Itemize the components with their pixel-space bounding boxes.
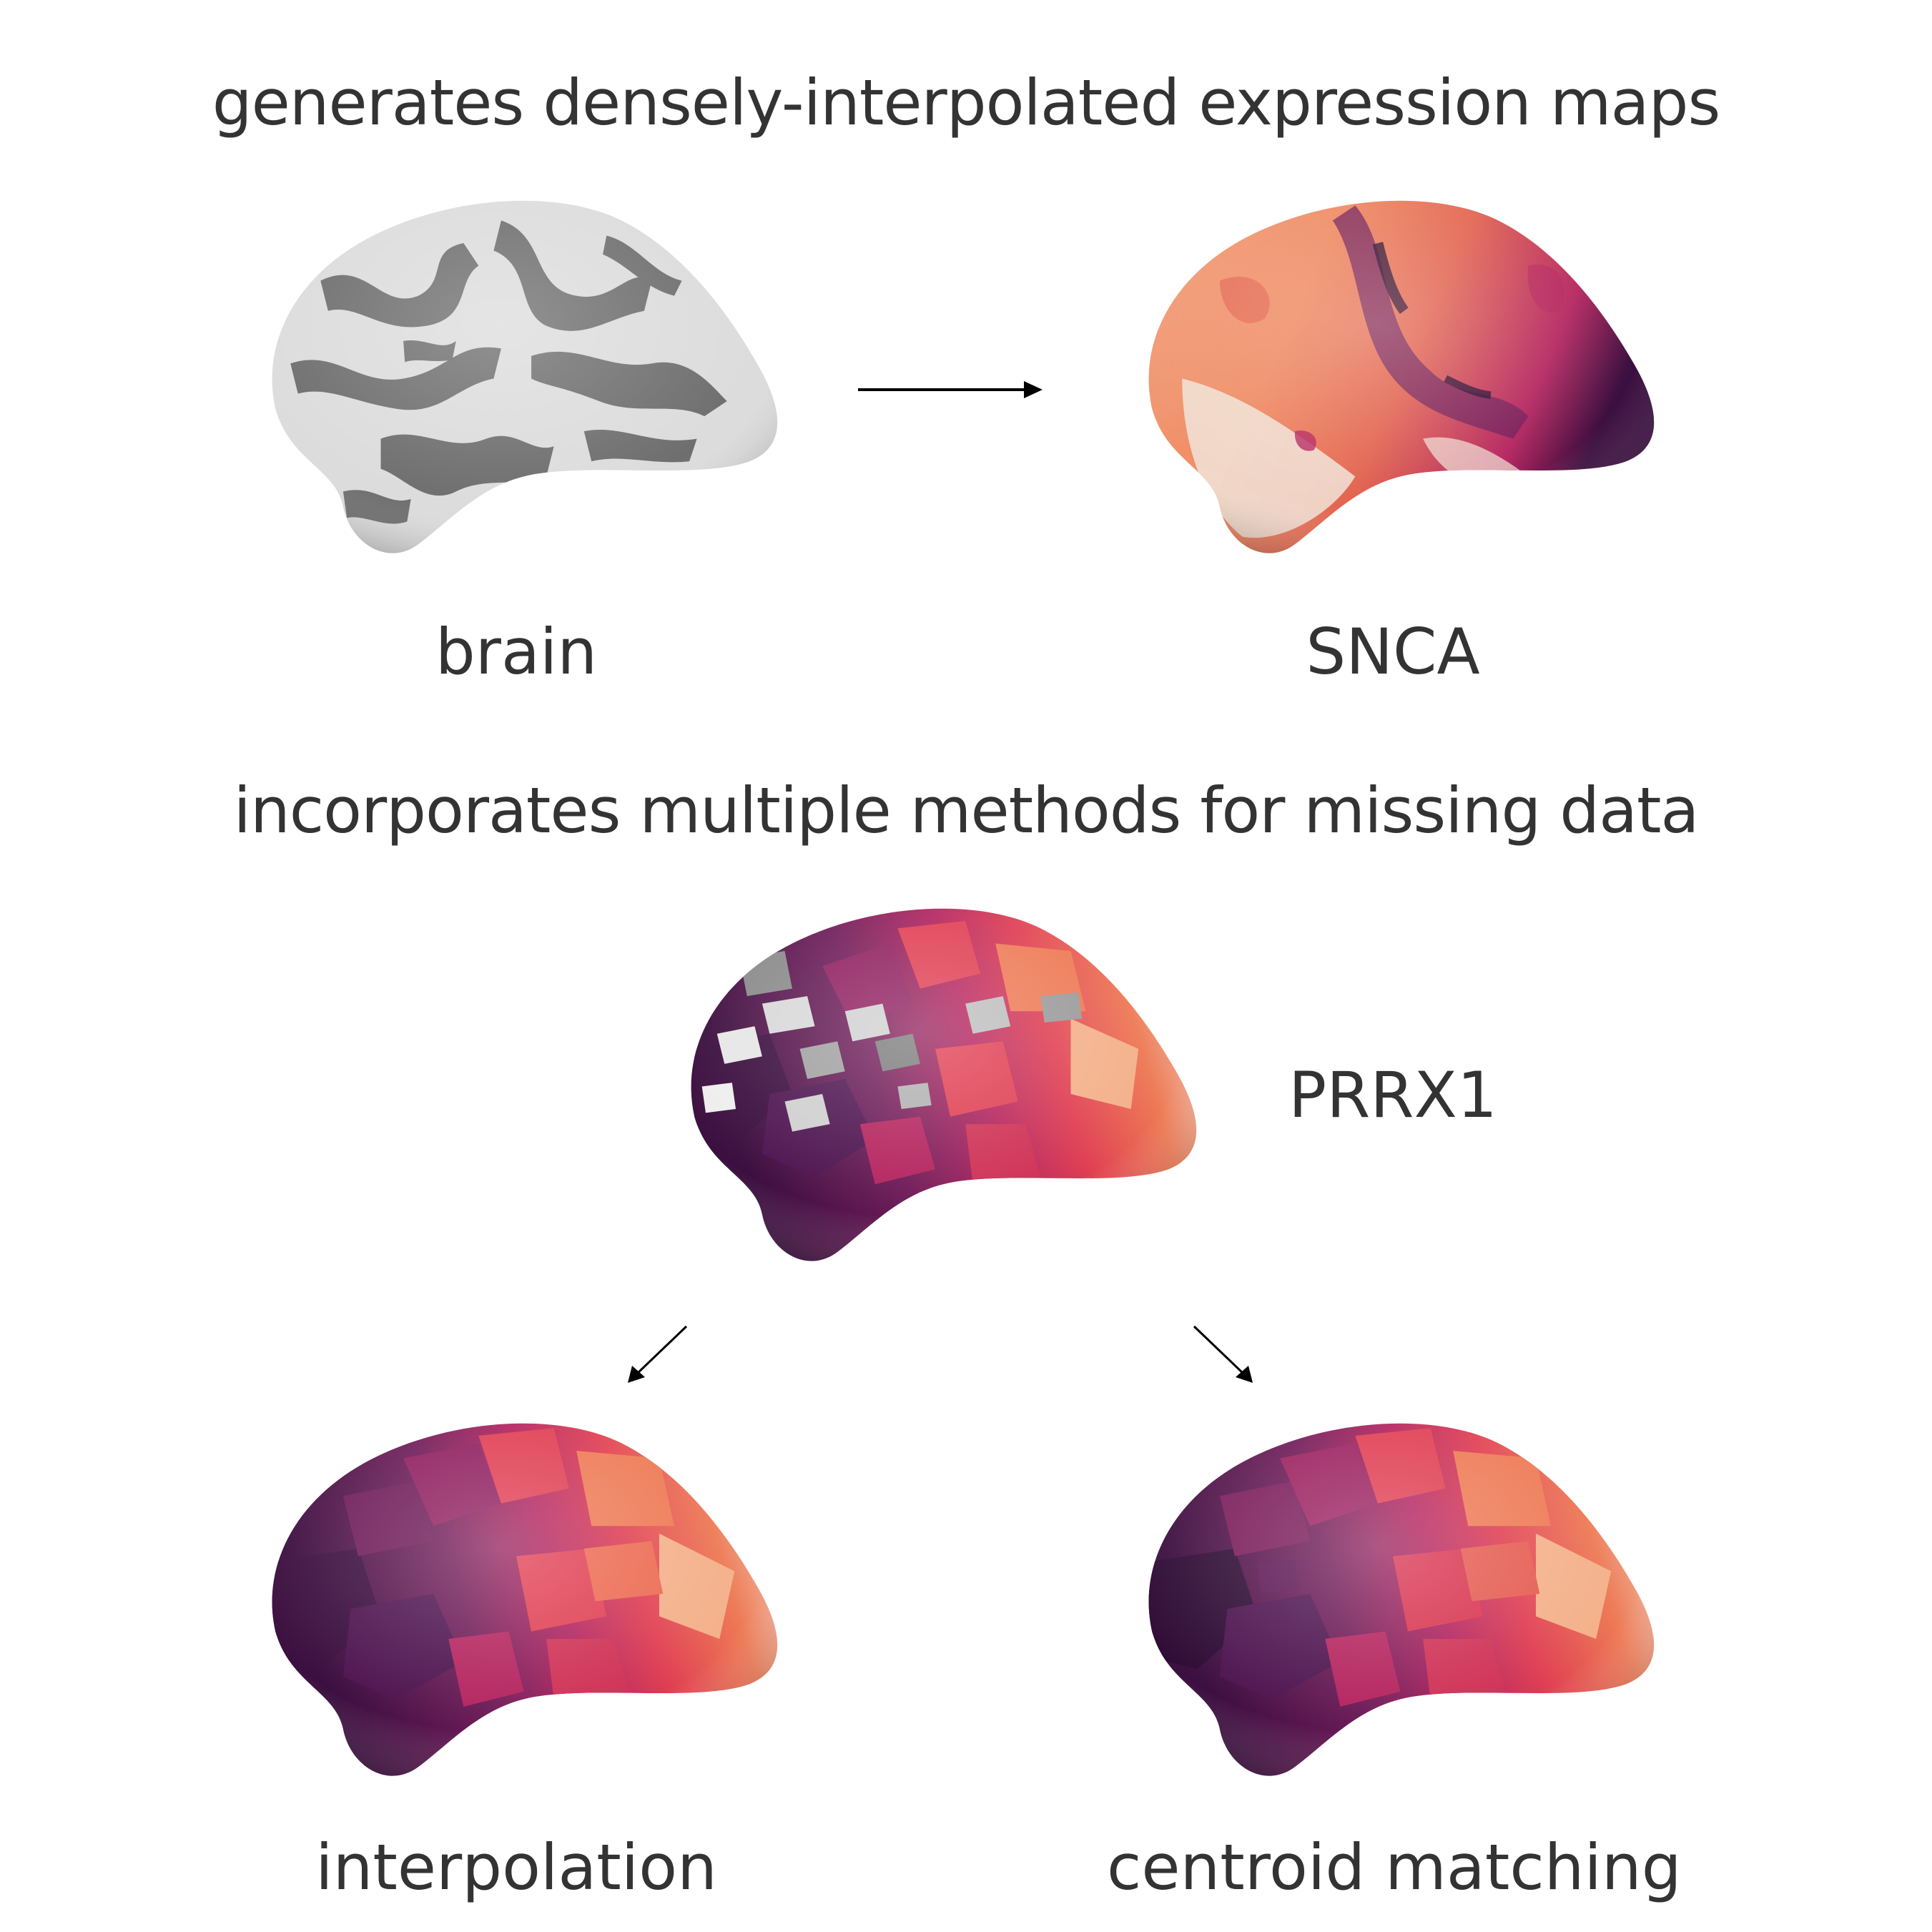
heading-missing-data: incorporates multiple methods for missin…	[233, 774, 1700, 847]
label-interpolation: interpolation	[315, 1830, 717, 1904]
brain-surface-gray	[230, 186, 802, 586]
label-snca: SNCA	[1306, 615, 1480, 689]
arrow-right	[858, 379, 1044, 400]
label-centroid-matching: centroid matching	[1107, 1830, 1682, 1904]
label-brain: brain	[435, 615, 598, 689]
brain-surface-prrx1	[649, 894, 1221, 1294]
label-prrx1: PRRX1	[1288, 1058, 1497, 1132]
brain-surface-centroid-matching	[1107, 1409, 1679, 1809]
heading-dense-maps: generates densely-interpolated expressio…	[212, 66, 1721, 139]
brain-surface-interpolation	[230, 1409, 802, 1809]
brain-surface-snca	[1107, 186, 1679, 586]
arrow-down-left	[622, 1323, 694, 1387]
arrow-down-right	[1187, 1323, 1258, 1387]
